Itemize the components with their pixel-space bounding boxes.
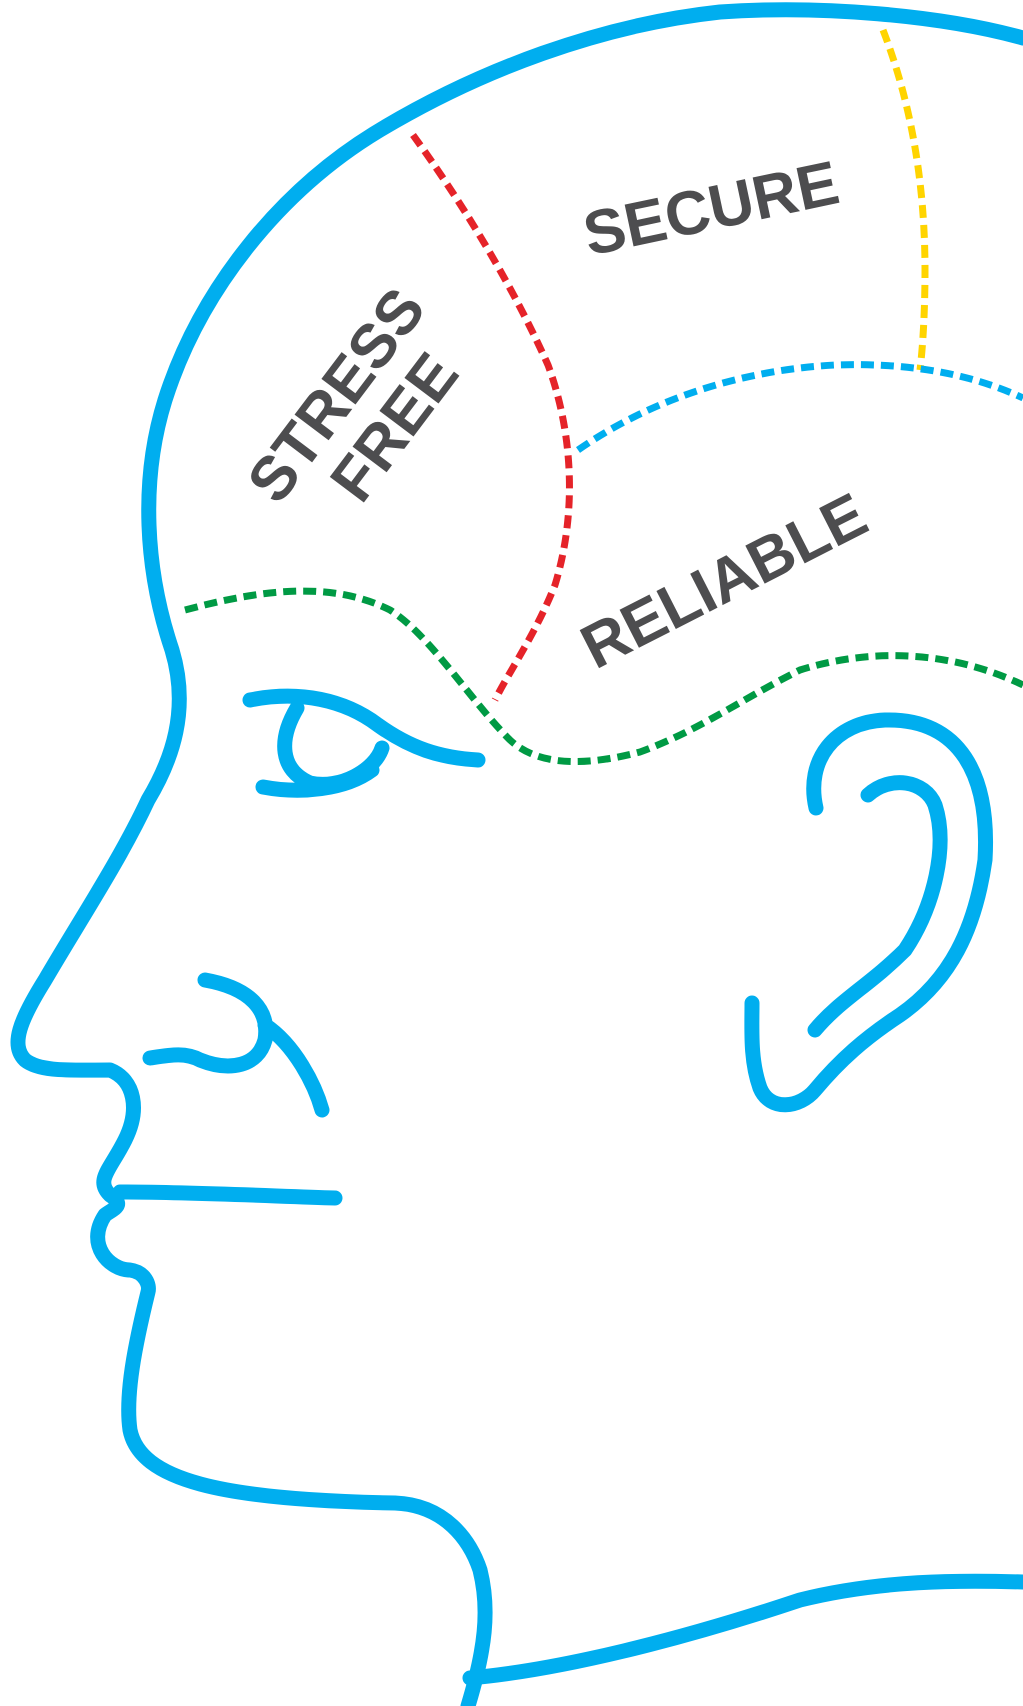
shoulder-outline (470, 1581, 1023, 1678)
head-outline (18, 10, 1023, 1706)
nostril-outline (265, 1025, 322, 1110)
divider-secure-reliable (578, 365, 1023, 450)
mouth-line (120, 1192, 335, 1198)
divider-secure-right (883, 30, 925, 370)
ear-outer (752, 720, 986, 1105)
label-secure: SECURE (578, 148, 845, 269)
nose-outline (150, 980, 266, 1066)
label-reliable: RELIABLE (570, 480, 878, 682)
